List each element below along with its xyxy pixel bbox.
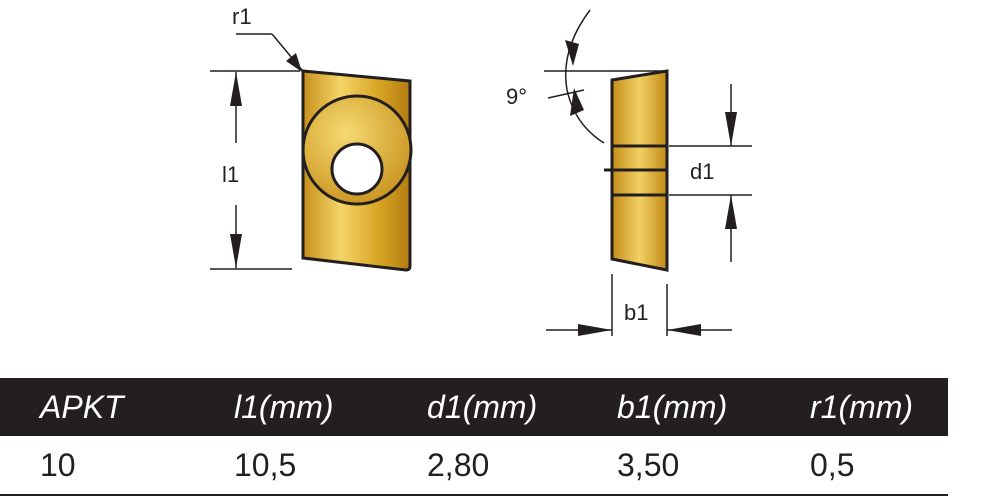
table-row: 10 10,5 2,80 3,50 0,5	[0, 436, 948, 496]
insert-front-view	[301, 69, 413, 272]
header-d1: d1(mm)	[427, 389, 538, 425]
header-l1: l1(mm)	[234, 389, 334, 425]
b1-dimension: b1	[546, 274, 732, 336]
d1-dimension: d1	[669, 84, 752, 262]
table-header: APKT l1(mm) d1(mm) b1(mm) r1(mm)	[0, 378, 948, 436]
cell-d1: 2,80	[427, 447, 490, 483]
r1-dimension: r1	[232, 4, 303, 72]
header-r1: r1(mm)	[810, 389, 914, 425]
specification-table: APKT l1(mm) d1(mm) b1(mm) r1(mm) 10 10,5…	[0, 378, 948, 496]
insert-side-view	[604, 69, 669, 272]
cell-r1: 0,5	[810, 447, 855, 483]
insert-technical-drawing: r1 l1 9° d1	[210, 4, 752, 336]
cell-type: 10	[40, 447, 76, 483]
b1-label: b1	[624, 300, 648, 325]
d1-label: d1	[690, 159, 714, 184]
cell-l1: 10,5	[234, 447, 297, 483]
clearance-angle-dimension: 9°	[506, 9, 667, 144]
r1-label: r1	[232, 4, 252, 29]
angle-label: 9°	[506, 84, 527, 109]
header-type: APKT	[40, 389, 124, 425]
insert-mounting-hole	[330, 142, 384, 196]
header-b1: b1(mm)	[617, 389, 728, 425]
cell-b1: 3,50	[617, 447, 680, 483]
l1-dimension: l1	[210, 70, 300, 270]
l1-label: l1	[222, 162, 239, 187]
